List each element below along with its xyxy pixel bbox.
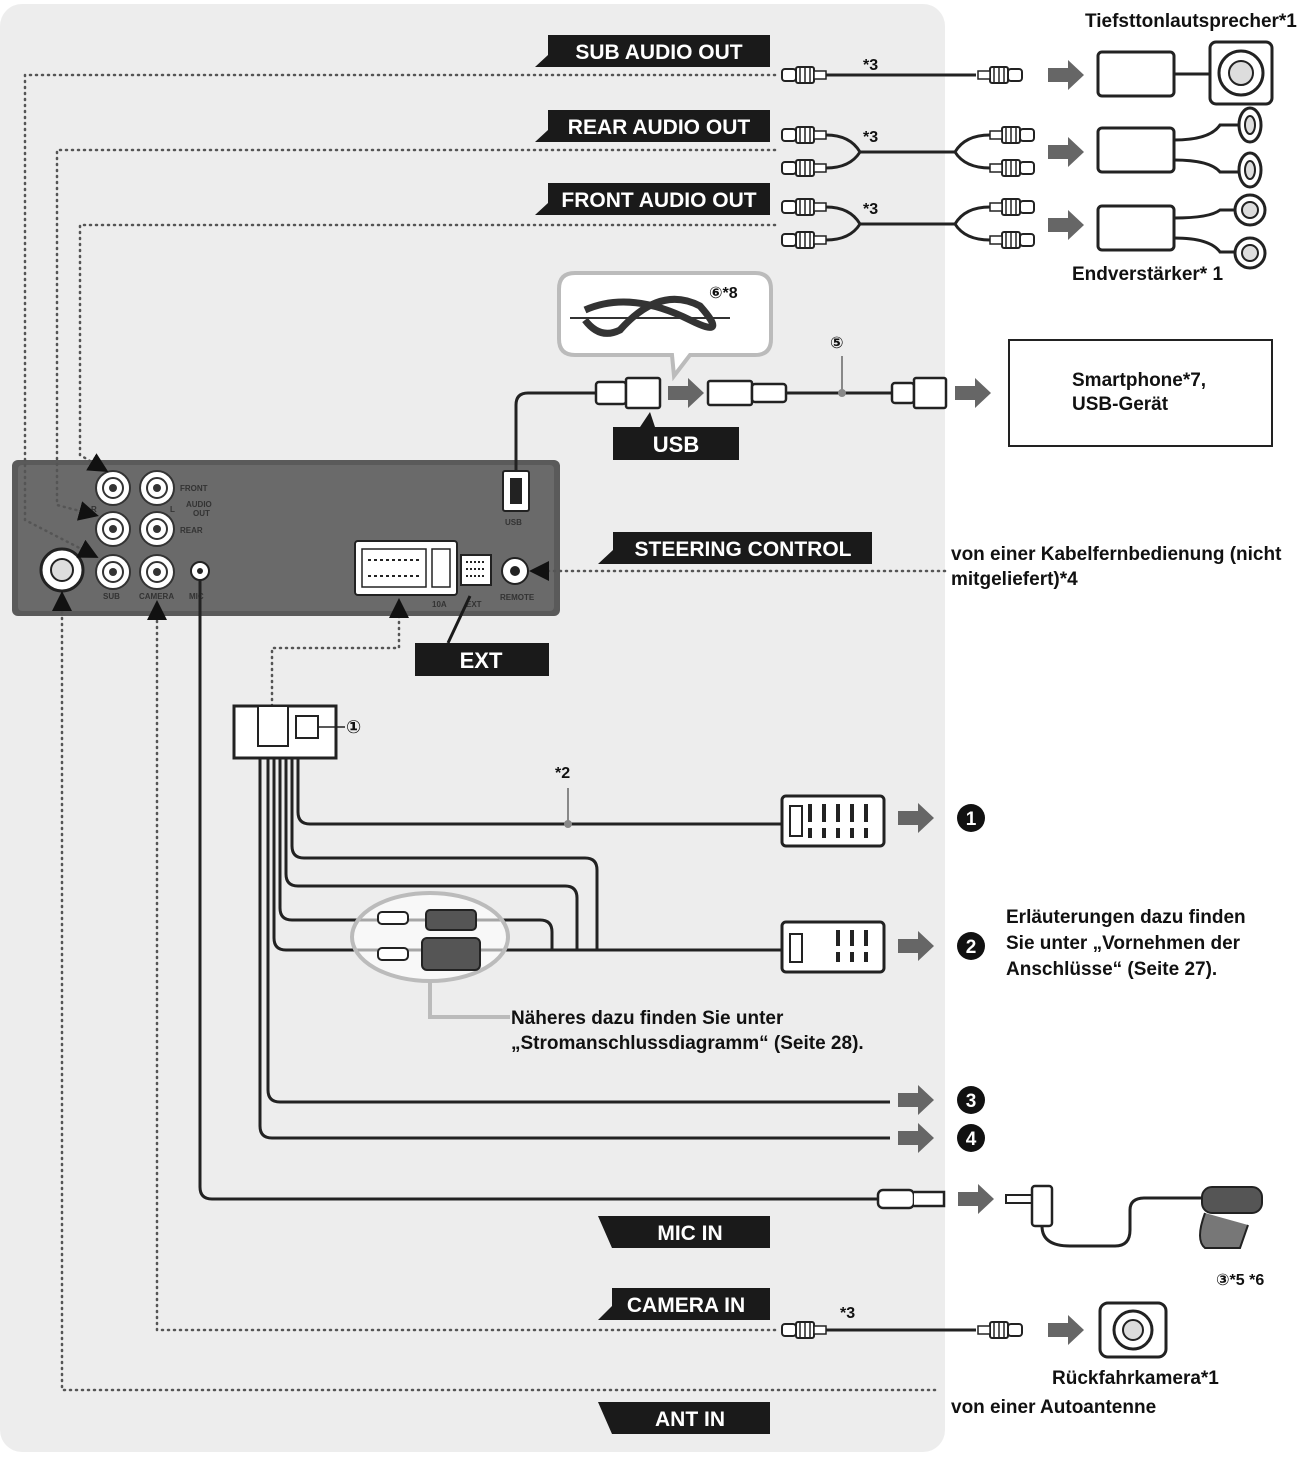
unit-label-ext: EXT [466,600,482,609]
label-camera-in: CAMERA IN [598,1288,770,1320]
background-panel [0,4,945,1452]
label-ext-text: EXT [460,648,503,673]
connector-block-1 [780,794,886,848]
usb-callout-bubble [557,271,773,382]
rear-cable [781,126,1084,177]
rca-jack-front-r [95,470,131,506]
unit-label-sub: SUB [103,592,120,601]
label-ext: EXT [415,595,549,676]
label-ant-in-text: ANT IN [655,1408,725,1431]
label-front-audio-out-text: FRONT AUDIO OUT [561,189,756,212]
unit-label-mic: MIC [189,592,204,601]
label-front-audio-out: FRONT AUDIO OUT [535,183,770,215]
amplifier-label: Endverstärker* 1 [1072,264,1223,285]
sub-cable [781,60,1084,90]
smartphone-label-line1: Smartphone*7, [1072,370,1206,391]
rear-camera-device [1098,1301,1168,1359]
antenna-dotted-line [52,591,937,1392]
rear-amplifier-device [1096,106,1263,189]
head-unit: FRONT AUDIO OUT REAR R L SUB CAMERA MIC … [12,460,560,616]
unit-label-out: OUT [193,509,210,518]
unit-label-r: R [91,505,97,514]
rca-jack-rear-l [139,511,175,547]
unit-label-remote: REMOTE [500,593,535,602]
remote-jack [501,557,529,585]
harness-socket [354,540,458,596]
rca-jack-sub [95,554,131,590]
label-sub-audio-out: SUB AUDIO OUT [535,35,770,67]
rear-dotted-line [55,148,777,521]
unit-label-audio: AUDIO [186,500,212,509]
unit-label-fuse: 10A [432,600,447,609]
label-mic-in-text: MIC IN [657,1222,722,1245]
label-steering-control-text: STEERING CONTROL [634,538,851,561]
sub-dotted-line [23,73,777,558]
label-rear-audio-out: REAR AUDIO OUT [535,110,770,142]
note-star3-camera: *3 [840,1305,855,1322]
note-star3-front: *3 [863,201,878,218]
rca-jack-front-l [139,470,175,506]
front-amplifier-device [1096,193,1267,270]
subwoofer-label: Tiefsttonlautsprecher*1 [1085,11,1297,32]
unit-label-rear: REAR [180,526,203,535]
usb-port [502,470,530,512]
power-note-line1: Näheres dazu finden Sie unter [511,1008,784,1029]
mic-jack [190,561,210,581]
label-steering-control: STEERING CONTROL [598,532,872,564]
output-badge-4: 4 [957,1124,985,1152]
smartphone-box [1008,339,1273,447]
camera-cable [781,1315,1084,1345]
unit-label-camera: CAMERA [139,592,174,601]
output-number-1: 1 [966,809,977,830]
ext-socket [460,554,492,586]
harness-connector [232,704,345,760]
note-star3-sub: *3 [863,57,878,74]
label-mic-in: MIC IN [598,1216,770,1248]
power-connector-highlight [350,891,510,1019]
output-badge-2: 2 [957,932,985,960]
explain-note-line1: Erläuterungen dazu finden [1006,907,1246,928]
harness-dotted-line [270,598,409,708]
power-note-line2: „Stromanschlussdiagramm“ (Seite 28). [511,1033,864,1054]
smartphone-label-line2: USB-Gerät [1072,394,1169,415]
rear-camera-label: Rückfahrkamera*1 [1052,1368,1219,1389]
rca-jack-camera [139,554,175,590]
label-ant-in: ANT IN [598,1402,770,1434]
output-number-4: 4 [966,1129,977,1150]
explain-note-line2: Sie unter „Vornehmen der [1006,933,1241,954]
note-star3-rear: *3 [863,129,878,146]
subwoofer-device [1096,40,1274,106]
microphone-device [1199,1186,1263,1249]
unit-label-usb: USB [505,518,522,527]
car-antenna-label: von einer Autoantenne [951,1397,1156,1418]
label-sub-audio-out-text: SUB AUDIO OUT [575,41,742,64]
output-number-3: 3 [966,1091,977,1112]
connector-block-2 [780,920,886,974]
note-item6-star8: ⑥*8 [709,285,738,302]
rca-jack-rear-r [95,511,131,547]
label-usb: USB [613,412,739,460]
mic-cable [876,1184,1205,1248]
front-cable [781,198,1084,249]
note-item5: ⑤ [830,335,844,352]
front-dotted-line [78,223,777,473]
output-badge-1: 1 [957,804,985,832]
note-item3-star5-star6: ③*5 *6 [1216,1272,1264,1289]
remote-label-line2: mitgeliefert)*4 [951,569,1078,590]
note-star2: *2 [555,765,570,782]
camera-dotted-line [147,600,777,1332]
label-rear-audio-out-text: REAR AUDIO OUT [568,116,751,139]
explain-note-line3: Anschlüsse“ (Seite 27). [1006,959,1217,980]
unit-label-front: FRONT [180,484,208,493]
usb-cable [514,356,991,470]
note-item1: ① [346,717,361,737]
unit-label-l: L [170,505,175,514]
label-usb-text: USB [653,432,699,457]
label-camera-in-text: CAMERA IN [627,1294,745,1317]
antenna-jack [39,547,85,593]
output-number-2: 2 [966,937,977,958]
output-badge-3: 3 [957,1086,985,1114]
remote-label-line1: von einer Kabelfernbedienung (nicht [951,544,1282,565]
